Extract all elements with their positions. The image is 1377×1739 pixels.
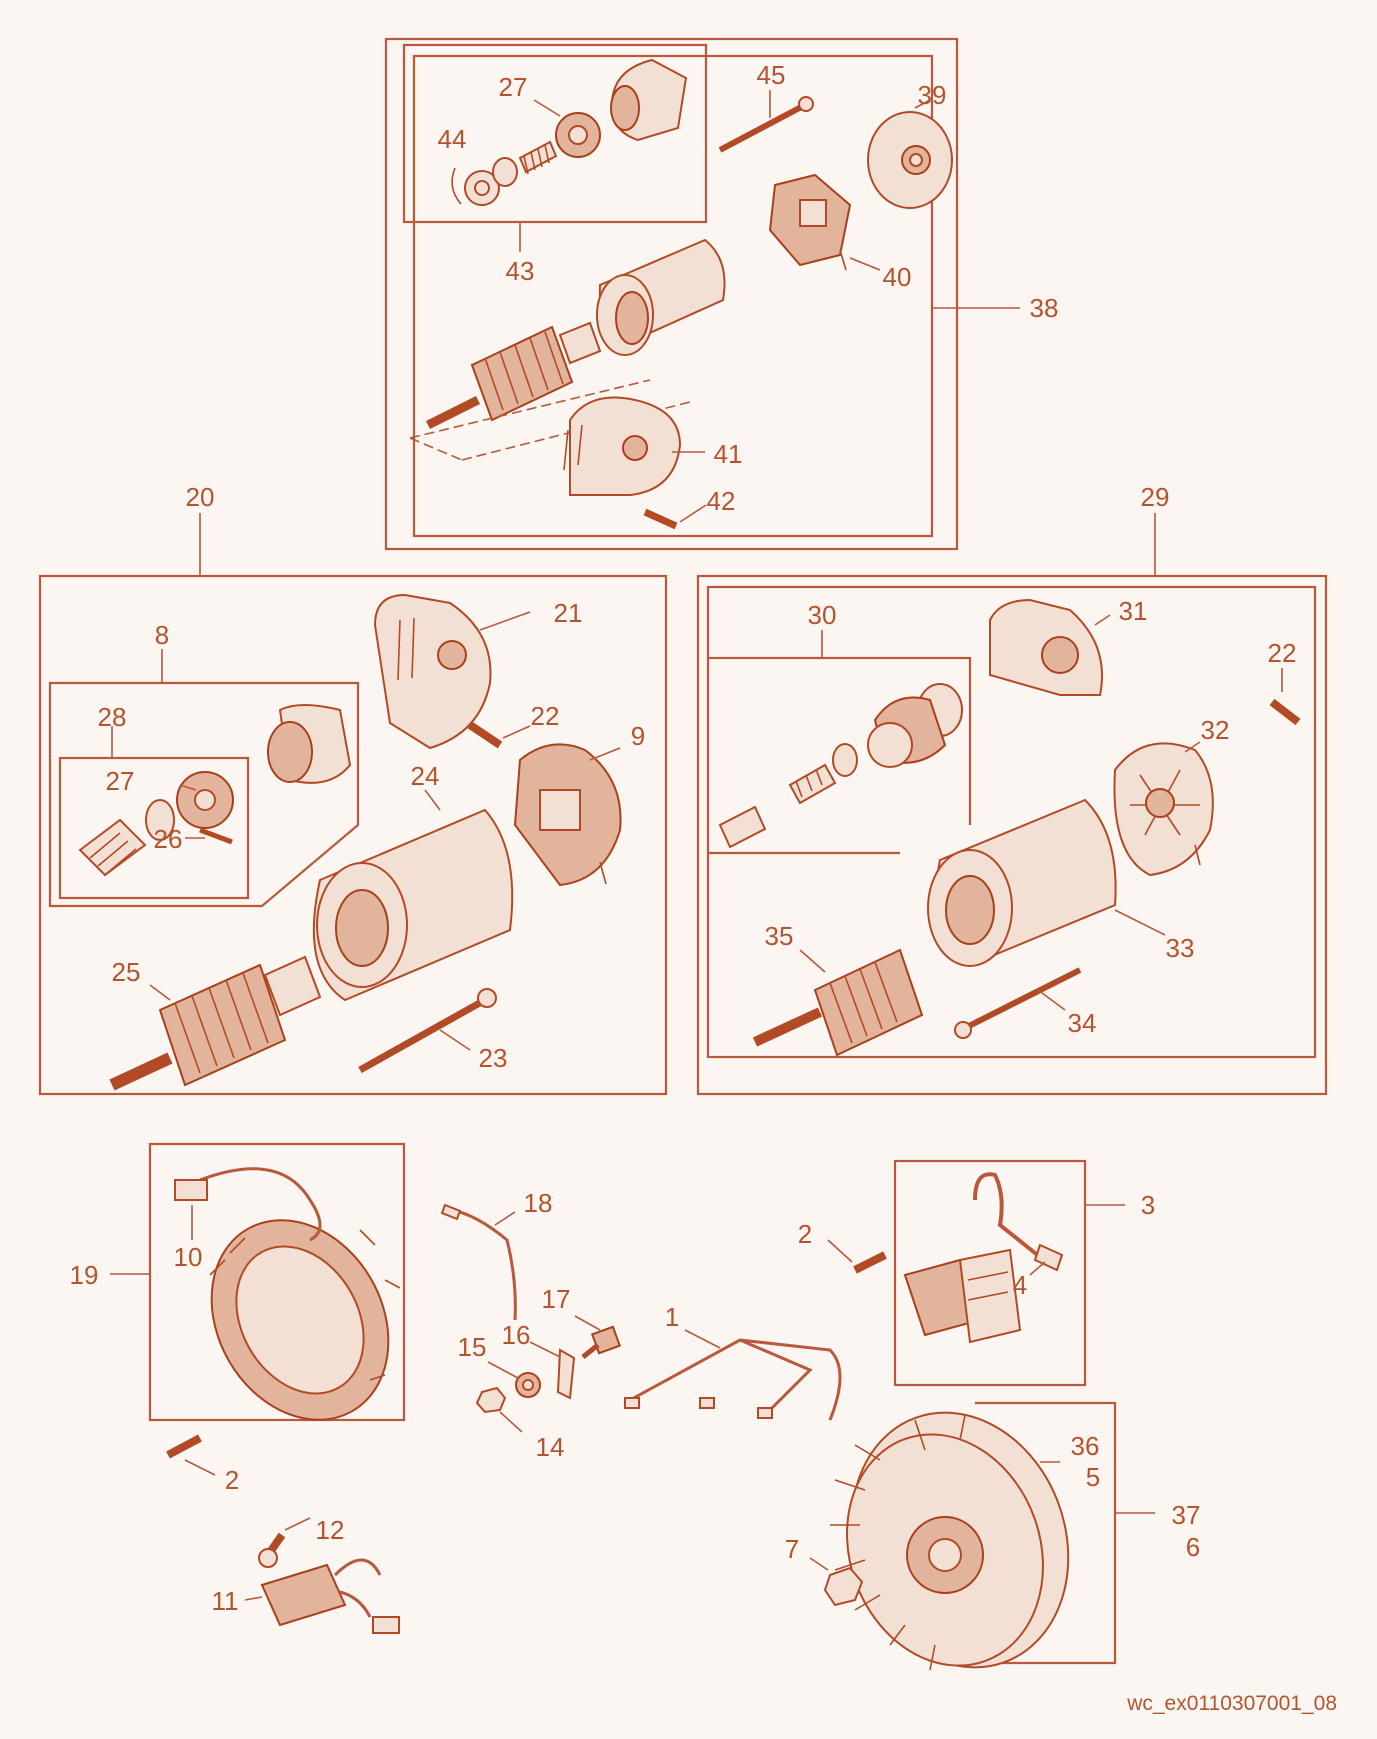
label-2-lower: 2 — [225, 1465, 239, 1495]
bolt-2-lower — [166, 1434, 216, 1476]
end-cover-21 — [373, 593, 531, 750]
label-27-top: 27 — [499, 72, 528, 102]
label-15: 15 — [458, 1332, 487, 1362]
label-36: 36 — [1071, 1431, 1100, 1461]
label-5: 5 — [1086, 1462, 1100, 1492]
rectifier-11 — [244, 1558, 400, 1634]
bolt-12 — [258, 1517, 311, 1568]
pinion-27-left — [78, 771, 234, 877]
harness-1 — [624, 1329, 842, 1421]
stator-19-box — [110, 1142, 406, 1422]
yoke-top — [596, 238, 726, 356]
end-cover-41 — [563, 396, 705, 496]
pinion-assembly-43 — [464, 58, 688, 206]
end-cover-32 — [1113, 741, 1214, 877]
yoke-33 — [927, 798, 1166, 967]
label-34: 34 — [1068, 1008, 1097, 1038]
label-27-left: 27 — [106, 766, 135, 796]
through-bolt-23 — [358, 988, 497, 1074]
label-19: 19 — [70, 1260, 99, 1290]
armature-35 — [752, 948, 924, 1057]
label-22-right: 22 — [1268, 638, 1297, 668]
label-10: 10 — [174, 1242, 203, 1272]
label-42: 42 — [707, 486, 736, 516]
label-31: 31 — [1119, 596, 1148, 626]
label-12: 12 — [316, 1515, 345, 1545]
end-cover-31 — [989, 598, 1111, 696]
yoke-24 — [312, 789, 514, 1002]
stator-19 — [174, 1167, 401, 1421]
label-21: 21 — [554, 598, 583, 628]
label-43: 43 — [506, 256, 535, 286]
group-20-starter-box — [38, 513, 668, 1096]
diagram-caption: wc_ex0110307001_08 — [1126, 1692, 1337, 1715]
flywheel-37-bracket — [975, 1401, 1155, 1665]
terminal-16 — [529, 1341, 576, 1400]
nut-7 — [809, 1557, 864, 1607]
flywheel-36 — [830, 1411, 1070, 1671]
label-37: 37 — [1172, 1500, 1201, 1530]
label-35: 35 — [765, 921, 794, 951]
label-3: 3 — [1141, 1190, 1155, 1220]
label-22-left: 22 — [531, 701, 560, 731]
label-9: 9 — [631, 721, 645, 751]
group-38-starter-box — [384, 37, 1020, 551]
wire-18 — [440, 1203, 517, 1321]
label-29: 29 — [1141, 482, 1170, 512]
drive-assembly-30 — [718, 683, 963, 849]
label-40: 40 — [883, 262, 912, 292]
part-labels: 1 2 2 3 4 5 6 7 8 9 10 11 12 14 15 16 17… — [70, 60, 1297, 1616]
nut-14 — [475, 1386, 523, 1433]
plate-39 — [867, 99, 953, 209]
plug-cap-4 — [1029, 1243, 1064, 1276]
bolt-22-right — [1269, 668, 1301, 726]
label-1: 1 — [665, 1302, 679, 1332]
armature-25 — [109, 955, 322, 1091]
label-25: 25 — [112, 957, 141, 987]
group-29-starter-box — [696, 513, 1328, 1096]
bolt-2-upper — [827, 1239, 887, 1274]
label-41: 41 — [714, 439, 743, 469]
label-16: 16 — [502, 1320, 531, 1350]
through-bolt-45 — [718, 90, 814, 153]
through-bolt-34 — [954, 967, 1082, 1039]
label-7: 7 — [785, 1534, 799, 1564]
label-17: 17 — [542, 1284, 571, 1314]
label-44: 44 — [438, 124, 467, 154]
label-18: 18 — [524, 1188, 553, 1218]
drive-housing-8 — [267, 704, 352, 784]
label-2-upper: 2 — [798, 1219, 812, 1249]
terminal-17 — [574, 1315, 622, 1359]
label-11: 11 — [212, 1586, 239, 1616]
washer-15 — [487, 1361, 541, 1398]
label-23: 23 — [479, 1043, 508, 1073]
label-32: 32 — [1201, 715, 1230, 745]
ignition-coil-3-box — [893, 1159, 1125, 1387]
bolt-22-left — [467, 721, 531, 749]
armature-top — [425, 321, 602, 430]
brush-holder-40 — [768, 173, 881, 271]
label-30: 30 — [808, 600, 837, 630]
label-45: 45 — [757, 60, 786, 90]
label-26: 26 — [154, 824, 183, 854]
label-8: 8 — [155, 620, 169, 650]
brush-holder-9 — [513, 743, 622, 887]
label-24: 24 — [411, 761, 440, 791]
label-4: 4 — [1013, 1270, 1027, 1300]
ignition-coil-3 — [903, 1172, 1052, 1344]
label-38: 38 — [1030, 293, 1059, 323]
label-6: 6 — [1186, 1532, 1200, 1562]
label-39: 39 — [918, 80, 947, 110]
clip-44 — [451, 167, 462, 205]
label-33: 33 — [1166, 933, 1195, 963]
screw-42 — [643, 504, 707, 530]
label-28: 28 — [98, 702, 127, 732]
label-20: 20 — [186, 482, 215, 512]
label-14: 14 — [536, 1432, 565, 1462]
